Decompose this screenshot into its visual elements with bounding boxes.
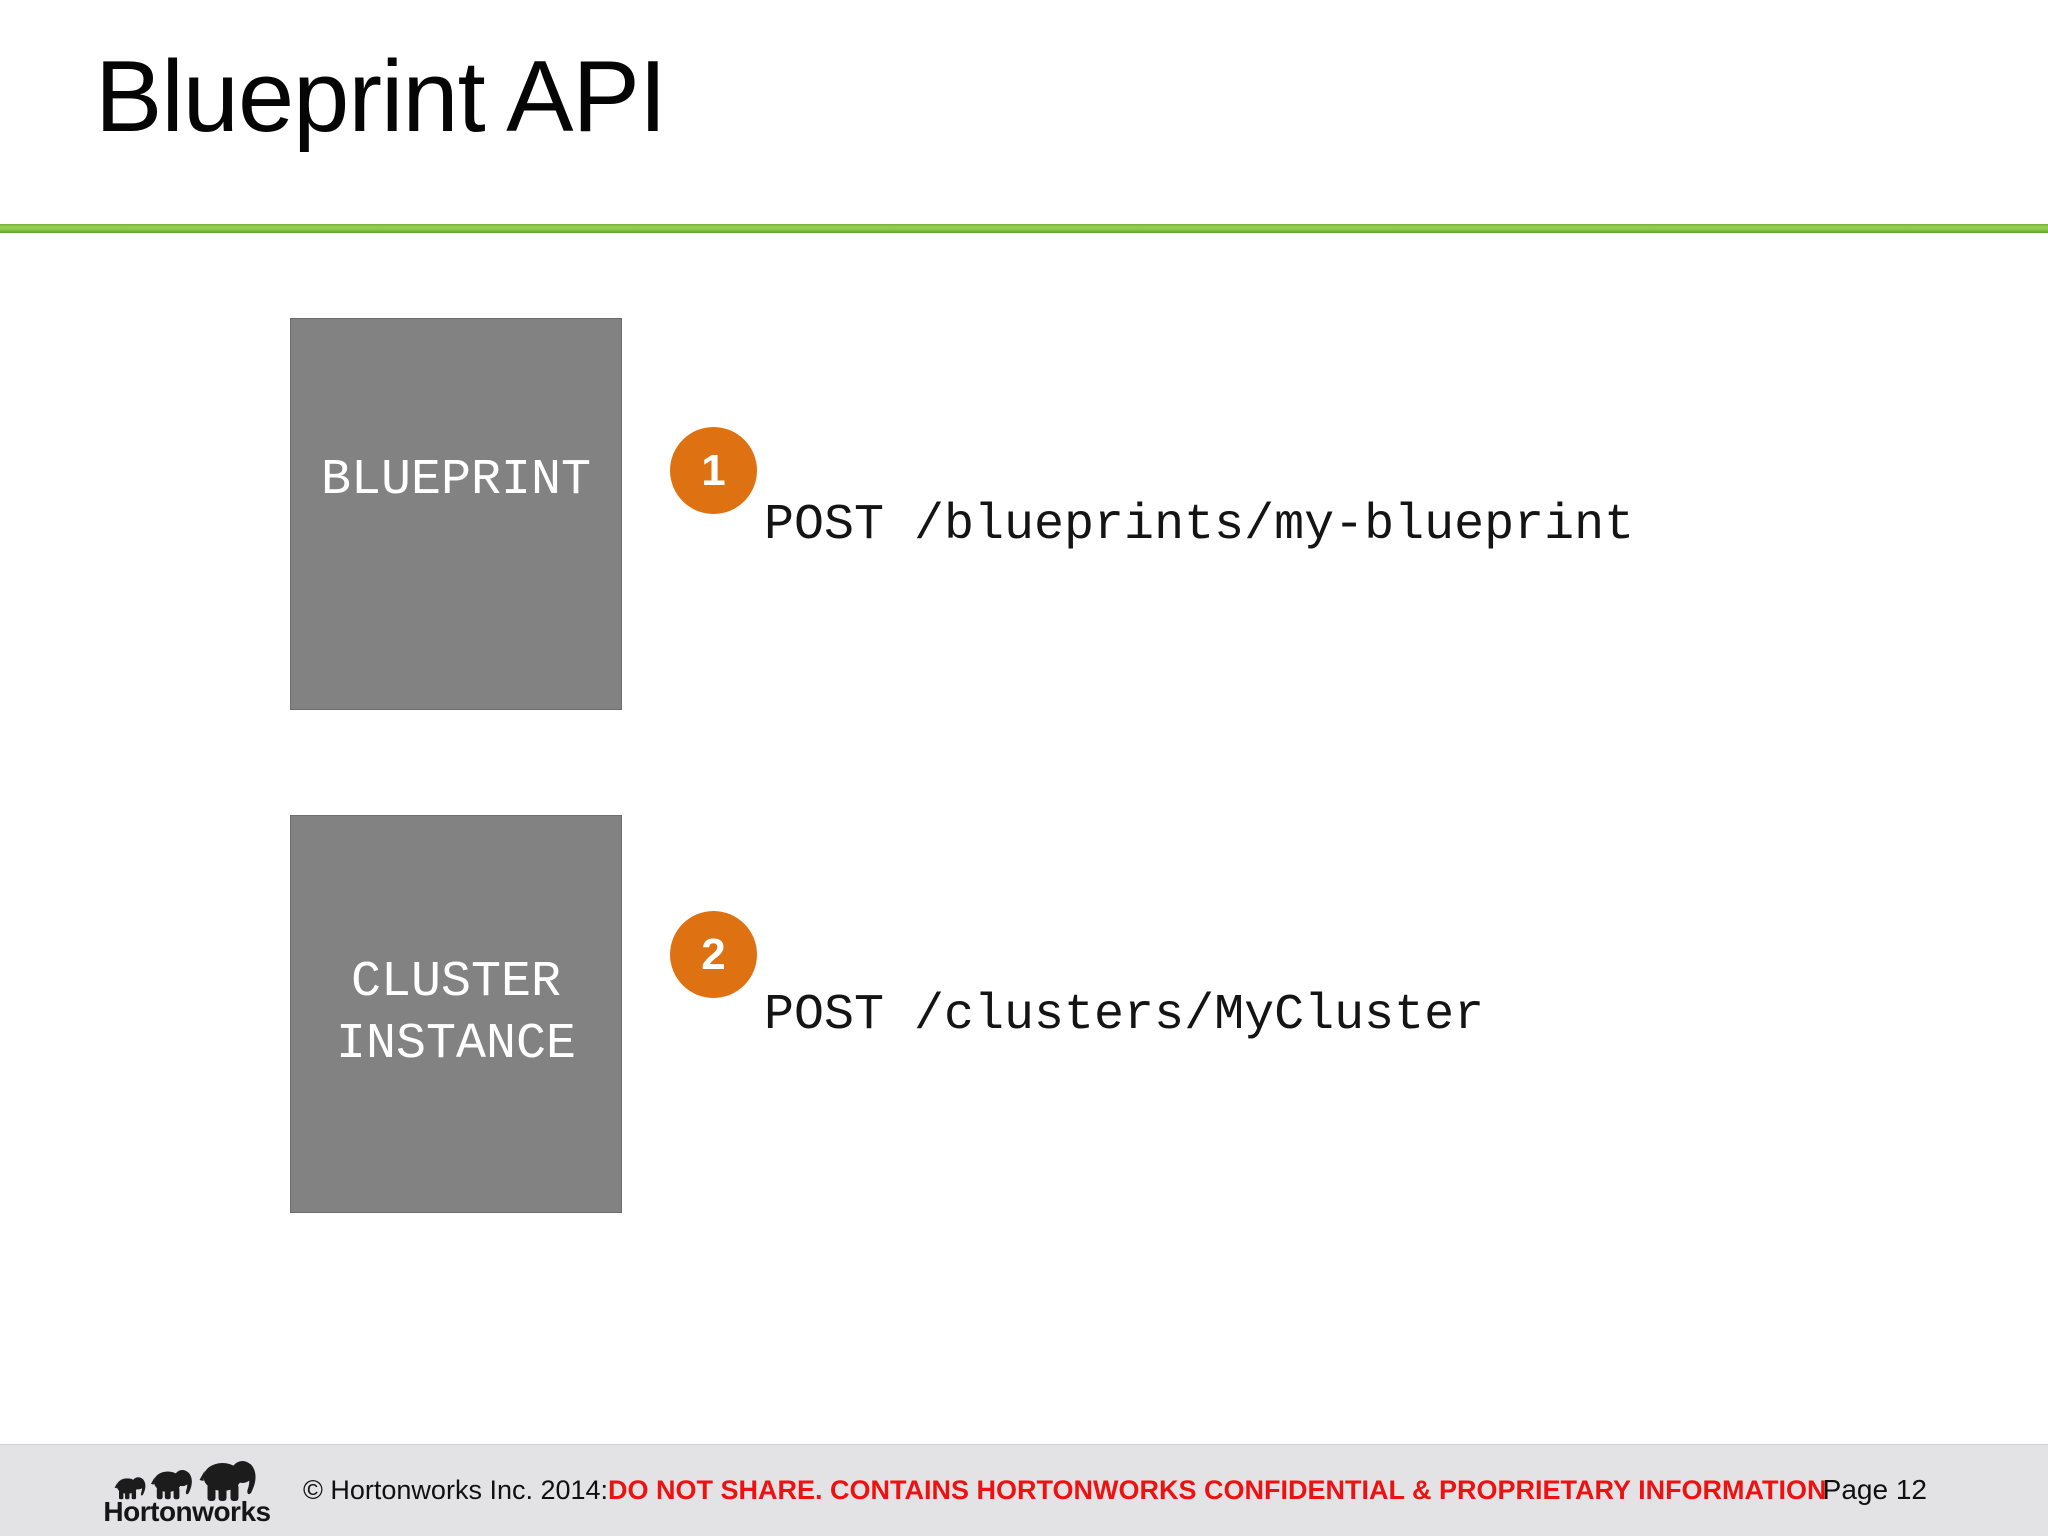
step-2-badge: 2 — [670, 911, 757, 998]
step-1-number: 1 — [701, 445, 726, 495]
page-number: Page 12 — [1822, 1474, 1927, 1505]
blueprint-box: BLUEPRINT — [290, 318, 622, 710]
hortonworks-wordmark: Hortonworks — [103, 1496, 271, 1527]
cluster-instance-box: CLUSTER INSTANCE — [290, 815, 622, 1213]
step-2-endpoint: POST /clusters/MyCluster — [764, 987, 1485, 1044]
hortonworks-logo: Hortonworks — [98, 1454, 276, 1528]
step-1-endpoint: POST /blueprints/my-blueprint — [764, 497, 1635, 554]
cluster-instance-box-label-line-1: CLUSTER — [350, 954, 562, 1011]
step-1-badge: 1 — [670, 427, 757, 514]
footer-bar — [0, 1444, 2048, 1536]
confidential-notice: DO NOT SHARE. CONTAINS HORTONWORKS CONFI… — [608, 1474, 1827, 1505]
blueprint-box-label: BLUEPRINT — [320, 452, 592, 509]
copyright-prefix: © Hortonworks Inc. 2014: — [303, 1474, 609, 1505]
hortonworks-elephants-icon — [114, 1461, 256, 1501]
cluster-instance-box-label-line-2: INSTANCE — [335, 1016, 577, 1073]
footer-copyright: © Hortonworks Inc. 2014: DO NOT SHARE. C… — [303, 1444, 1827, 1536]
step-2-number: 2 — [701, 929, 726, 979]
title-accent-rule — [0, 224, 2048, 233]
page-title: Blueprint API — [95, 41, 667, 153]
